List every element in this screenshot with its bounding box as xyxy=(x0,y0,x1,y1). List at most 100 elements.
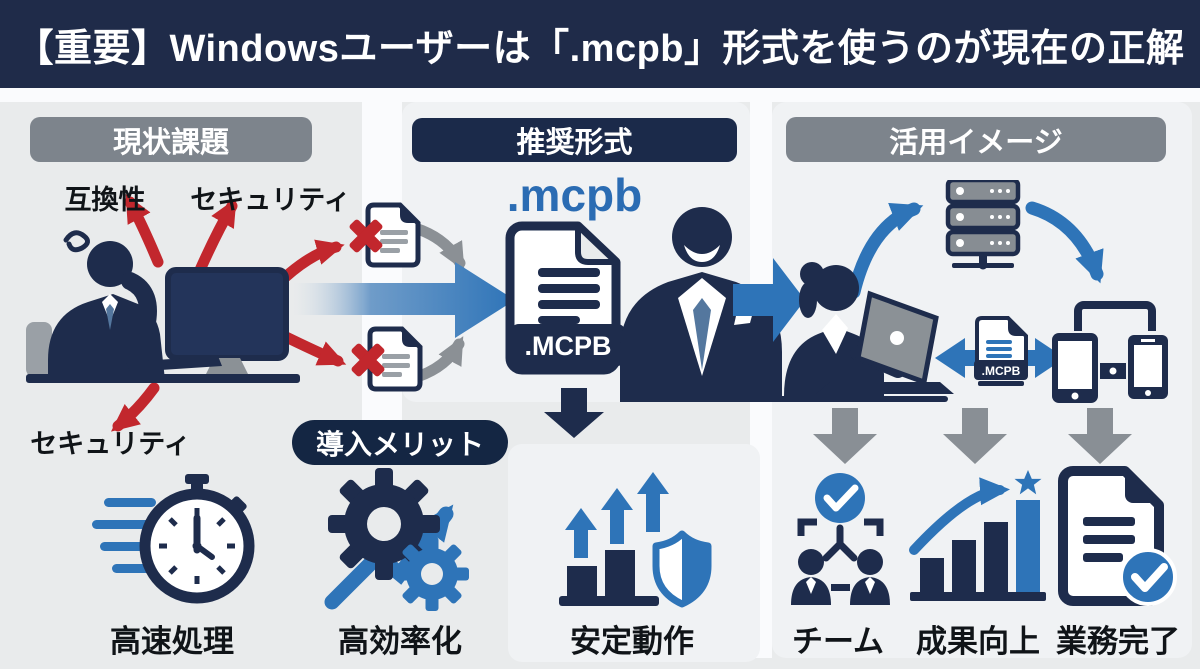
devices-icon xyxy=(1052,301,1168,403)
label-merit-efficiency: 高効率化 xyxy=(338,624,462,659)
tablet-screen xyxy=(1058,341,1092,389)
tie xyxy=(106,304,114,330)
down-arrow-tasks-icon xyxy=(1068,408,1132,464)
ponytail xyxy=(799,282,817,318)
connector-dot xyxy=(1109,367,1117,375)
keyboard xyxy=(126,356,222,372)
growth-chart-icon xyxy=(909,470,1046,601)
collar-left xyxy=(806,577,816,594)
woman-laptop-icon xyxy=(778,262,954,402)
document-lines xyxy=(380,230,408,253)
label-outcome-results: 成果向上 xyxy=(916,624,1040,659)
label-compatibility: 互換性 xyxy=(64,185,146,215)
arrow-left xyxy=(935,338,965,378)
red-arrow-compatibility xyxy=(124,194,164,268)
gear-small xyxy=(395,537,469,611)
document-error-top-icon xyxy=(349,202,421,268)
phone-screen xyxy=(1134,345,1162,387)
person-head xyxy=(87,241,133,287)
server-units xyxy=(945,180,1021,257)
flow-arrow-to-usage-icon xyxy=(733,258,805,342)
collar xyxy=(822,314,848,354)
label-outcome-complete: 業務完了 xyxy=(1056,624,1180,659)
bars xyxy=(559,550,659,606)
check-mark xyxy=(1131,563,1168,592)
down-arrow-team-icon xyxy=(813,408,877,464)
document-lines xyxy=(1083,517,1135,562)
label-security-top: セキュリティ xyxy=(190,185,351,215)
down-arrow-results-icon xyxy=(943,408,1007,464)
mcpb-file-icon: .MCPB xyxy=(505,221,626,375)
header-current-issues: 現状課題 xyxy=(30,117,312,162)
folded-corner xyxy=(400,205,418,223)
stopwatch-icon xyxy=(92,474,255,604)
person-arm xyxy=(121,272,157,336)
head xyxy=(813,265,859,311)
page-title: 【重要】Windowsユーザーは「.mcpb」形式を使うのが現在の正解 xyxy=(15,27,1185,70)
red-arrow-security-bottom xyxy=(110,382,160,432)
divider-horizontal xyxy=(0,88,1200,102)
server-stand xyxy=(979,254,987,263)
label-outcome-team: チーム xyxy=(791,624,885,659)
phone-home-button xyxy=(1145,390,1151,396)
arrow-shape xyxy=(544,388,604,438)
server-leds xyxy=(956,187,1010,247)
team-icon xyxy=(791,473,890,605)
folded-corner xyxy=(1125,471,1159,503)
chair xyxy=(26,322,52,377)
collar-right xyxy=(865,577,875,594)
format-name: .mcpb xyxy=(506,169,643,221)
tie xyxy=(693,298,711,370)
server-icon xyxy=(945,180,1021,270)
header-recommended-format: 推奨形式 xyxy=(412,118,737,162)
stress-squiggle-icon xyxy=(63,230,90,253)
document-lines xyxy=(382,354,410,377)
person-body xyxy=(48,294,165,380)
gear-large xyxy=(328,468,440,580)
star-icon xyxy=(1014,470,1042,495)
tablet-home-button xyxy=(1071,392,1079,400)
arrow-shape xyxy=(733,258,805,342)
laptop-logo xyxy=(890,331,904,345)
mcpb-file-small-icon: .MCPB xyxy=(974,316,1028,386)
monitor-frame xyxy=(1074,301,1156,331)
arrow-shape xyxy=(293,262,515,338)
smile xyxy=(684,245,720,262)
check-mark xyxy=(823,484,859,512)
phone-speaker xyxy=(1141,339,1155,342)
title-banner: 【重要】Windowsユーザーは「.mcpb」形式を使うのが現在の正解 xyxy=(0,0,1200,88)
frustrated-user-icon xyxy=(26,230,300,383)
folded-corner xyxy=(575,223,619,265)
people xyxy=(791,549,890,605)
folded-corner xyxy=(402,329,420,347)
bars xyxy=(910,522,1046,601)
check-circle-icon xyxy=(815,473,865,523)
header-usage-image: 活用イメージ xyxy=(786,117,1166,162)
file-extension-badge xyxy=(974,360,1028,380)
blue-curve-to-server xyxy=(847,202,924,299)
laptop-base xyxy=(816,382,954,394)
connector xyxy=(822,524,858,562)
red-arrow-security-top xyxy=(194,198,238,276)
label-merit-speed: 高速処理 xyxy=(110,624,234,659)
file-extension-badge xyxy=(510,324,626,366)
check-circle-icon xyxy=(1119,548,1177,606)
brackets xyxy=(797,518,884,536)
trend-arrow xyxy=(909,477,1010,555)
businessman-icon xyxy=(620,207,782,402)
growth-shield-icon xyxy=(559,472,712,608)
blue-curve-to-devices xyxy=(1025,201,1104,284)
document-lines xyxy=(986,340,1012,358)
shield-half xyxy=(682,534,708,604)
header-merits: 導入メリット xyxy=(292,420,508,465)
monitor-icon xyxy=(165,267,289,361)
flow-arrow-to-recommended-icon xyxy=(293,262,515,338)
x-mark-icon xyxy=(349,219,383,253)
document-check-icon xyxy=(1058,466,1177,606)
label-merit-stability: 安定動作 xyxy=(570,624,694,659)
x-mark-icon xyxy=(351,343,385,377)
file-extension-text: .MCPB xyxy=(525,331,612,361)
bar-highlight xyxy=(1016,500,1040,592)
desk xyxy=(778,396,948,402)
usage-flow-arrows xyxy=(847,201,1104,299)
